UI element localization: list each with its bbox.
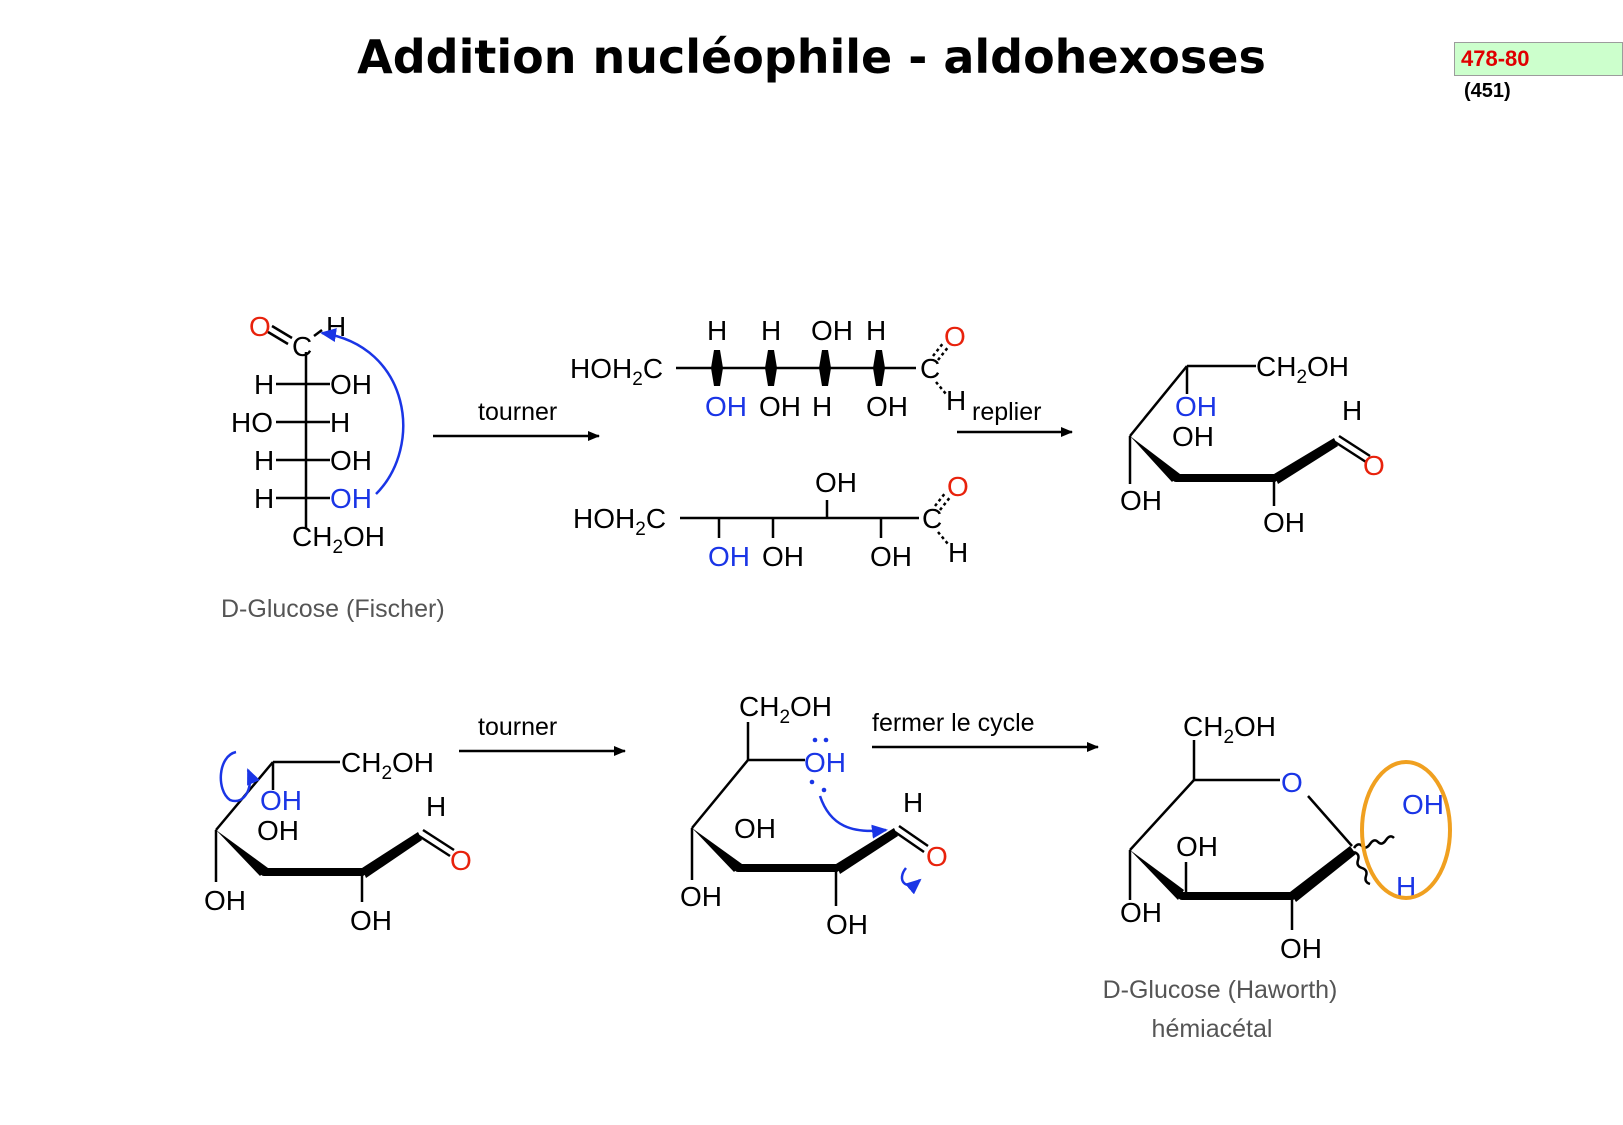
carbonyl-electron-arrow: [900, 867, 922, 895]
fold1-aldehyde-h: H: [1342, 395, 1362, 426]
slide-title: Addition nucléophile - aldohexoses: [357, 30, 1266, 84]
c2-oh: OH: [330, 369, 372, 400]
horizontal-chain-skeletal: HOH2C OH OH OH OH C O H: [573, 467, 969, 572]
c6-ch2oh: CH2OH: [292, 521, 385, 558]
rot-oh-c2: OH: [826, 909, 868, 940]
fold2-oh-c4: OH: [204, 885, 246, 916]
folded-chain-2: CH2OH OH OH OH OH H O: [204, 747, 472, 936]
fold2-aldehyde-o: O: [450, 845, 472, 876]
wc1-hydrogen: H: [946, 385, 966, 416]
folded-chain-1: CH2OH OH OH OH OH H O: [1120, 351, 1385, 538]
fold1-aldehyde-o: O: [1363, 450, 1385, 481]
step-fold-label: replier: [972, 398, 1041, 426]
hemiacetal-caption: hémiacétal: [1152, 1015, 1273, 1043]
sc4-top: OH: [815, 467, 857, 498]
c4-h: H: [254, 445, 274, 476]
rot-ch2oh: CH2OH: [739, 691, 832, 728]
c4-oh: OH: [330, 445, 372, 476]
wc1-carbon: C: [920, 353, 940, 384]
sc1-hydrogen: H: [948, 537, 968, 568]
anomeric-highlight-ellipse: [1360, 760, 1452, 900]
wc2-top: H: [707, 315, 727, 346]
fold2-oh-c2: OH: [350, 905, 392, 936]
wc4-bottom: H: [812, 391, 832, 422]
haw-ch2oh: CH2OH: [1183, 711, 1276, 748]
step-rotate-2-label: tourner: [478, 713, 557, 741]
c2-h: H: [254, 369, 274, 400]
horizontal-chain-wedge: HOH2C H H OH H OH OH H OH C O H: [570, 315, 966, 422]
step-rotate-1-label: tourner: [478, 398, 557, 426]
chain-hoh2c: HOH2C: [570, 353, 663, 390]
sc2-bottom-blue: OH: [708, 541, 750, 572]
sc1-oxygen: O: [947, 471, 969, 502]
reference-pages-badge: 478-80: [1454, 42, 1623, 76]
wc1-oxygen: O: [944, 321, 966, 352]
wc2-bottom-blue: OH: [705, 391, 747, 422]
fischer-caption: D-Glucose (Fischer): [221, 595, 445, 623]
chain2-hoh2c: HOH2C: [573, 503, 666, 540]
aldehyde-oxygen: O: [249, 311, 271, 342]
fold1-oh-blue: OH: [1175, 391, 1217, 422]
sc3-bottom: OH: [762, 541, 804, 572]
haworth-caption: D-Glucose (Haworth): [1103, 976, 1338, 1004]
aldehyde-carbon: C: [292, 331, 312, 362]
haworth-product: CH2OH O OH H OH OH OH D-Glucose (Haworth…: [1103, 711, 1452, 1043]
step-close-ring-label: fermer le cycle: [872, 709, 1035, 737]
sc1-carbon: C: [922, 503, 942, 534]
fold2-oh-blue: OH: [260, 785, 302, 816]
fold1-oh-c3: OH: [1172, 421, 1214, 452]
fold1-oh-c4: OH: [1120, 485, 1162, 516]
fold2-aldehyde-h: H: [426, 791, 446, 822]
sc5-bottom: OH: [870, 541, 912, 572]
fischer-projection: O C H H OH HO H H OH H OH CH2OH D-Glucos…: [221, 311, 445, 623]
wc5-bottom: OH: [866, 391, 908, 422]
wc5-top: H: [866, 315, 886, 346]
reference-subpage: (451): [1464, 80, 1511, 102]
rot-aldehyde-o: O: [926, 841, 948, 872]
rot-oh-c4: OH: [680, 881, 722, 912]
nucleophile-attack-arrow: [320, 328, 405, 495]
c5-oh-nucleophile: OH: [330, 483, 372, 514]
wc3-top: H: [761, 315, 781, 346]
c3-h: H: [330, 407, 350, 438]
c3-ho: HO: [231, 407, 273, 438]
haw-anomeric-oh: OH: [1402, 789, 1444, 820]
wc3-bottom: OH: [759, 391, 801, 422]
fold2-oh-c3: OH: [257, 815, 299, 846]
rot-oh-c3: OH: [734, 813, 776, 844]
lone-pair-attack-arrow: [818, 795, 888, 839]
step-rotate-1: tourner: [433, 398, 600, 441]
step-close-ring: fermer le cycle: [872, 709, 1099, 752]
fold1-oh-c2: OH: [1263, 507, 1305, 538]
step-fold: replier: [957, 398, 1073, 437]
fold1-ch2oh: CH2OH: [1256, 351, 1349, 388]
rotated-chain: CH2OH OH OH OH OH H O: [680, 691, 948, 940]
haw-oh-c3: OH: [1176, 831, 1218, 862]
rotation-arrow: [219, 750, 260, 803]
haw-anomeric-h: H: [1396, 871, 1416, 902]
step-rotate-2: tourner: [459, 713, 626, 756]
wavy-bond-oh: [1352, 835, 1395, 849]
fold2-ch2oh: CH2OH: [341, 747, 434, 784]
wavy-bond-h: [1353, 850, 1371, 886]
haw-oh-c4: OH: [1120, 897, 1162, 928]
wc4-top: OH: [811, 315, 853, 346]
rot-oh-nucleophile: OH: [804, 747, 846, 778]
haw-oh-c2: OH: [1280, 933, 1322, 964]
c5-h: H: [254, 483, 274, 514]
haw-ring-oxygen: O: [1281, 767, 1303, 798]
rot-aldehyde-h: H: [903, 787, 923, 818]
